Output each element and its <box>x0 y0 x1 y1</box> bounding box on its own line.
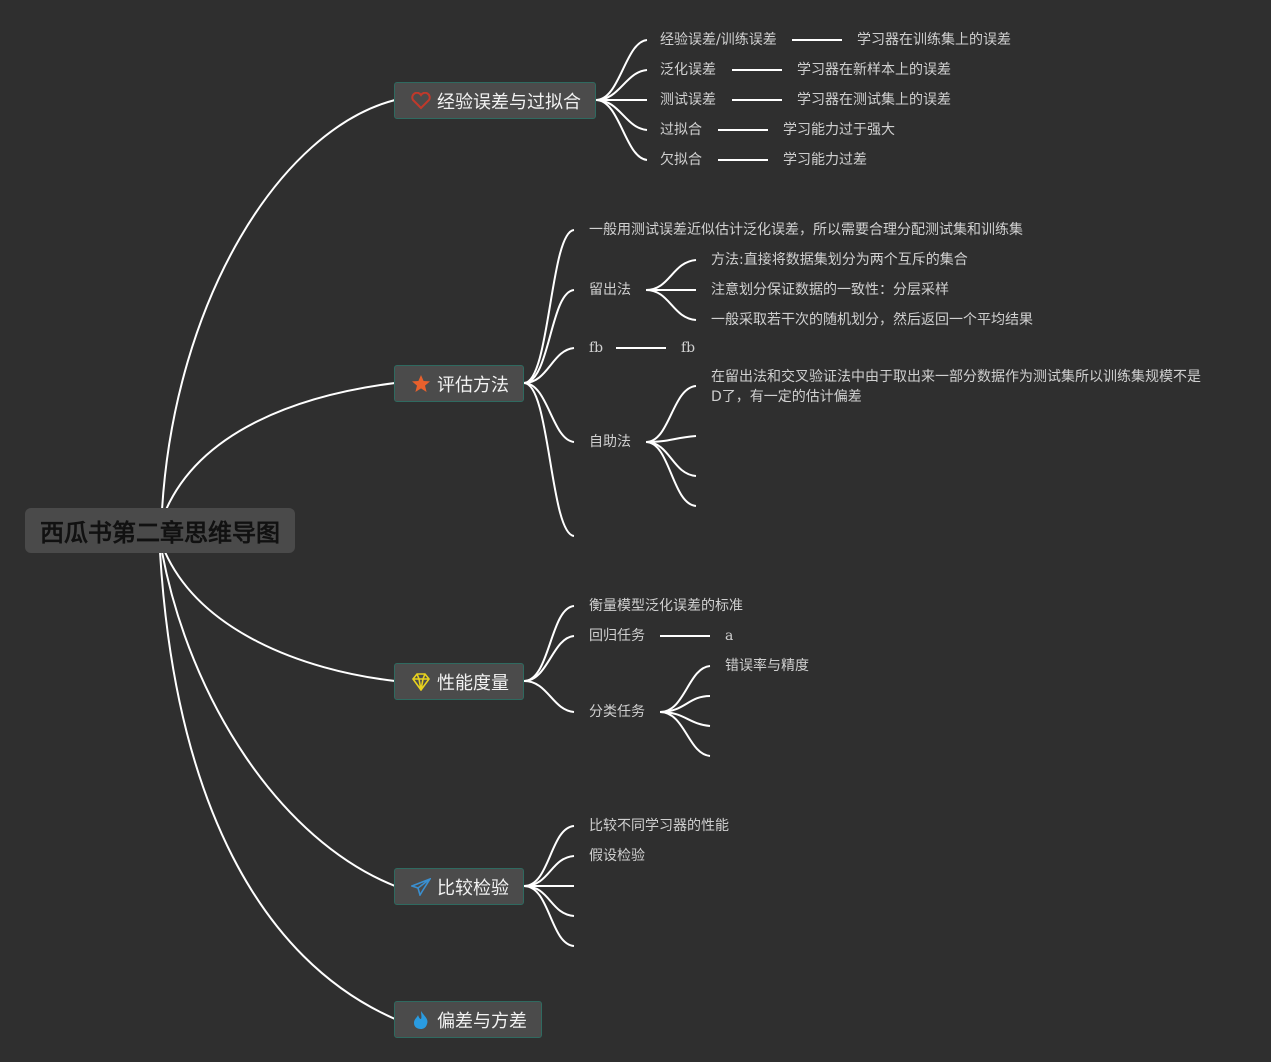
link-root-t5 <box>159 551 396 1020</box>
leaf-item[interactable]: 假设检验 <box>589 848 645 864</box>
topic-label: 评估方法 <box>437 374 509 396</box>
leaf-holdout-item[interactable]: 一般采取若干次的随机划分，然后返回一个平均结果 <box>711 312 1033 328</box>
leaf-holdout-item[interactable]: 注意划分保证数据的一致性：分层采样 <box>711 282 949 298</box>
root-title: 西瓜书第二章思维导图 <box>40 519 280 547</box>
topic-bias-variance[interactable]: 偏差与方差 <box>394 1001 542 1038</box>
leaf-fb[interactable]: fb <box>589 340 604 356</box>
leaf-holdout[interactable]: 留出法 <box>589 282 631 298</box>
leaf-item[interactable]: 比较不同学习器的性能 <box>589 818 729 834</box>
leaf-note[interactable]: 衡量模型泛化误差的标准 <box>589 598 743 614</box>
topic-label: 经验误差与过拟合 <box>437 91 581 113</box>
leaf-desc[interactable]: 学习器在测试集上的误差 <box>797 92 951 108</box>
topic-comparison-test[interactable]: 比较检验 <box>394 868 524 905</box>
flame-icon <box>411 1010 431 1030</box>
leaf-desc[interactable]: 学习器在训练集上的误差 <box>857 32 1011 48</box>
leaf-term[interactable]: 欠拟合 <box>660 152 702 168</box>
paper-plane-icon <box>411 877 431 897</box>
leaf-desc[interactable]: 学习能力过差 <box>783 152 867 168</box>
topic-performance-measure[interactable]: 性能度量 <box>394 663 524 700</box>
leaf-term[interactable]: 泛化误差 <box>660 62 716 78</box>
leaf-holdout-item[interactable]: 方法:直接将数据集划分为两个互斥的集合 <box>711 252 968 268</box>
leaf-term[interactable]: 经验误差/训练误差 <box>660 32 777 48</box>
leaf-bootstrap[interactable]: 自助法 <box>589 434 631 450</box>
link-root-t1 <box>161 99 396 511</box>
topic-label: 比较检验 <box>437 877 509 899</box>
leaf-desc[interactable]: 学习能力过于强大 <box>783 122 895 138</box>
topic-label: 偏差与方差 <box>437 1010 527 1032</box>
leaf-term[interactable]: 过拟合 <box>660 122 702 138</box>
topic-label: 性能度量 <box>437 672 509 694</box>
star-icon <box>411 374 431 394</box>
leaf-note[interactable]: 一般用测试误差近似估计泛化误差，所以需要合理分配测试集和训练集 <box>589 222 1023 238</box>
heart-icon <box>411 91 431 111</box>
link-root-t4 <box>161 551 396 887</box>
leaf-classification-item[interactable]: 错误率与精度 <box>725 658 809 674</box>
leaf-fb-desc[interactable]: fb <box>681 340 696 356</box>
link-root-t2 <box>164 382 396 513</box>
topic-overfitting[interactable]: 经验误差与过拟合 <box>394 82 596 119</box>
topic-evaluation-methods[interactable]: 评估方法 <box>394 365 524 402</box>
leaf-regression[interactable]: 回归任务 <box>589 628 645 644</box>
leaf-term[interactable]: 测试误差 <box>660 92 716 108</box>
leaf-desc[interactable]: 学习器在新样本上的误差 <box>797 62 951 78</box>
diamond-icon <box>411 672 431 692</box>
root-node[interactable]: 西瓜书第二章思维导图 <box>25 508 295 553</box>
link-root-t3 <box>164 551 396 682</box>
leaf-bootstrap-note[interactable]: 在留出法和交叉验证法中由于取出来一部分数据作为测试集所以训练集规模不是D了，有一… <box>711 369 1201 405</box>
leaf-classification[interactable]: 分类任务 <box>589 704 645 720</box>
leaf-regression-desc[interactable]: a <box>725 628 734 644</box>
